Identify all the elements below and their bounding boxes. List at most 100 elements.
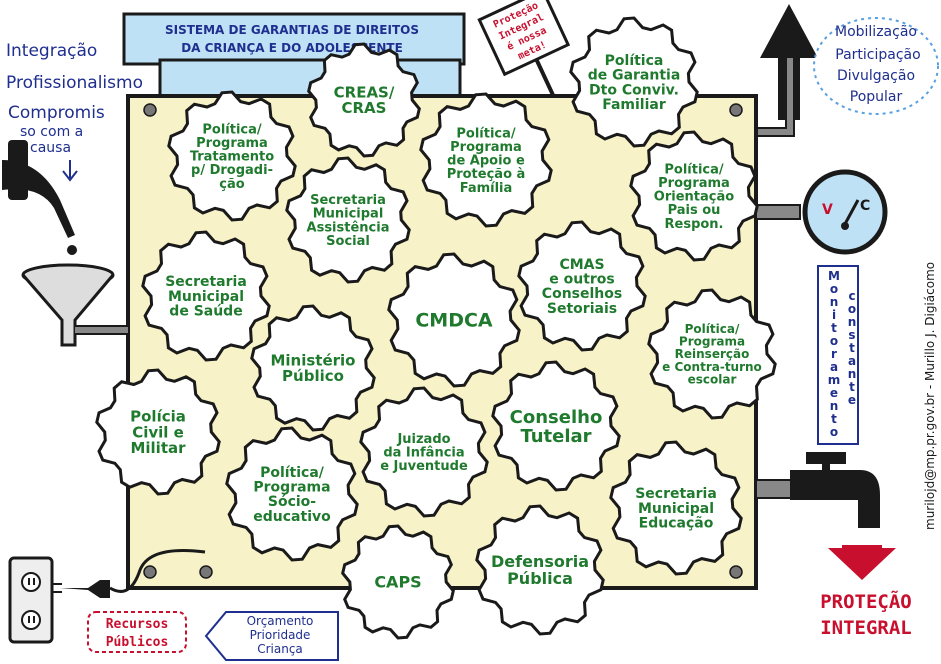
note-mobilizacao: Mobilização: [835, 24, 917, 40]
gear-shape: [517, 220, 647, 352]
fuel-nozzle-icon: [2, 140, 77, 255]
gear-label-line: CMDCA: [415, 310, 493, 332]
gear-cmdca: CMDCA: [387, 252, 521, 388]
note-participacao: Participação: [835, 47, 920, 63]
gear-label-line: Secretaria: [165, 274, 247, 290]
gear-label-line: Municipal: [168, 289, 244, 305]
gear-label-line: de Saúde: [169, 304, 242, 320]
down-arrow-icon: [828, 545, 896, 580]
gear-shape: [419, 92, 553, 228]
gear-shape: [285, 156, 411, 284]
gear-label-line: p/ Drogadi-: [191, 163, 273, 178]
gear-label-line: Programa: [196, 136, 268, 151]
note-integracao: Integração: [6, 41, 97, 61]
gear-shape: [475, 504, 605, 636]
gear-label-line: Programa: [253, 480, 330, 496]
gear-shape: [167, 90, 297, 222]
gear-shape: [387, 252, 521, 388]
gear-label-line: Tratamento: [190, 150, 274, 165]
gear-label-line: Família: [460, 181, 513, 196]
note-compromisso-3: causa: [30, 140, 71, 156]
gear-label-line: Dto Conviv.: [589, 82, 679, 98]
gear-shape: [609, 440, 743, 576]
note-compromisso-1: Compromis: [8, 103, 105, 123]
svg-text:C: C: [860, 198, 870, 214]
gear-label-line: Municipal: [313, 207, 384, 222]
author-credit: murilojd@mp.pr.gov.br - Murillo J. Digiá…: [923, 262, 937, 530]
gear-label-line: Pais ou: [668, 203, 721, 218]
gear-label-line: Respon.: [665, 217, 724, 232]
gear-label-line: Assistência: [307, 220, 390, 235]
gear-label-line: e Contra-turno: [662, 360, 762, 374]
gear-label-line: Educação: [639, 516, 714, 532]
gear-label-line: Secretaria: [310, 193, 386, 208]
gear-label-line: CAPS: [374, 573, 421, 592]
gear-shape: [647, 288, 777, 420]
header-title-line2: DA CRIANÇA E DO ADOLESCENTE: [181, 41, 403, 55]
gear-label-line: Tutelar: [520, 426, 591, 447]
plug-icon: [52, 548, 206, 598]
gear-label-line: educativo: [253, 509, 331, 525]
header-banner: SISTEMA DE GARANTIAS DE DIREITOS DA CRIA…: [122, 12, 466, 102]
gear-shape: [141, 230, 271, 362]
gear-label-line: de Apoio e: [447, 154, 525, 169]
gear-label-line: Política/: [664, 162, 724, 177]
gear-shape: [569, 16, 699, 148]
gear-label-line: ção: [219, 177, 244, 192]
left-notes: Integração Profissionalismo Compromis so…: [6, 41, 143, 182]
gear-label-line: da Infância: [383, 446, 464, 461]
gear-label-line: Militar: [130, 439, 186, 457]
gear-label-line: Familiar: [602, 97, 666, 113]
gear-shape: [95, 368, 221, 496]
resources-line2: Públicos: [106, 635, 169, 650]
gear-label-line: Conselho: [510, 407, 603, 428]
gear-label-line: Política/: [202, 122, 262, 137]
gear-label-line: e Juventude: [380, 459, 468, 474]
gear-label-line: Setoriais: [547, 301, 617, 317]
gear-label-line: Política/: [260, 465, 325, 481]
gear-shape: [491, 360, 621, 492]
gear-label-line: Polícia: [130, 408, 186, 426]
note-popular: Popular: [850, 89, 903, 105]
budget-arrow-box: Orçamento Prioridade Criança: [204, 611, 339, 661]
gear-shape: [225, 426, 359, 562]
gear-shape: [250, 304, 376, 432]
gear-label-line: Política/: [685, 322, 740, 336]
header-title-line1: SISTEMA DE GARANTIAS DE DIREITOS: [165, 23, 419, 37]
down-small-arrow-icon: [62, 160, 78, 182]
gear-label-line: CMAS: [559, 257, 604, 273]
gear-shape: [359, 386, 489, 518]
mobilization-cloud: Mobilização Participação Divulgação Popu…: [813, 17, 939, 115]
budget-line3: Criança: [257, 642, 303, 656]
gear-label-line: Defensoria: [491, 552, 589, 571]
faucet-icon: [755, 452, 880, 528]
gear-label-line: Sócio-: [268, 494, 316, 510]
gauge-icon: V C: [755, 169, 888, 255]
gear-creas: CREAS/CRAS: [307, 42, 421, 158]
gear-label-line: Ministério: [270, 351, 355, 369]
gear-label-line: Programa: [450, 140, 522, 155]
gear-label-line: escolar: [688, 372, 737, 386]
budget-line2: Prioridade: [250, 628, 311, 642]
gear-label-line: Proteção à: [447, 167, 526, 182]
gear-shape: [307, 42, 421, 158]
power-outlet-icon: [8, 556, 54, 644]
gear-label-line: Programa: [658, 176, 730, 191]
gear-label-line: Juizado: [396, 432, 450, 447]
gear-label-line: Conselhos: [542, 286, 622, 302]
